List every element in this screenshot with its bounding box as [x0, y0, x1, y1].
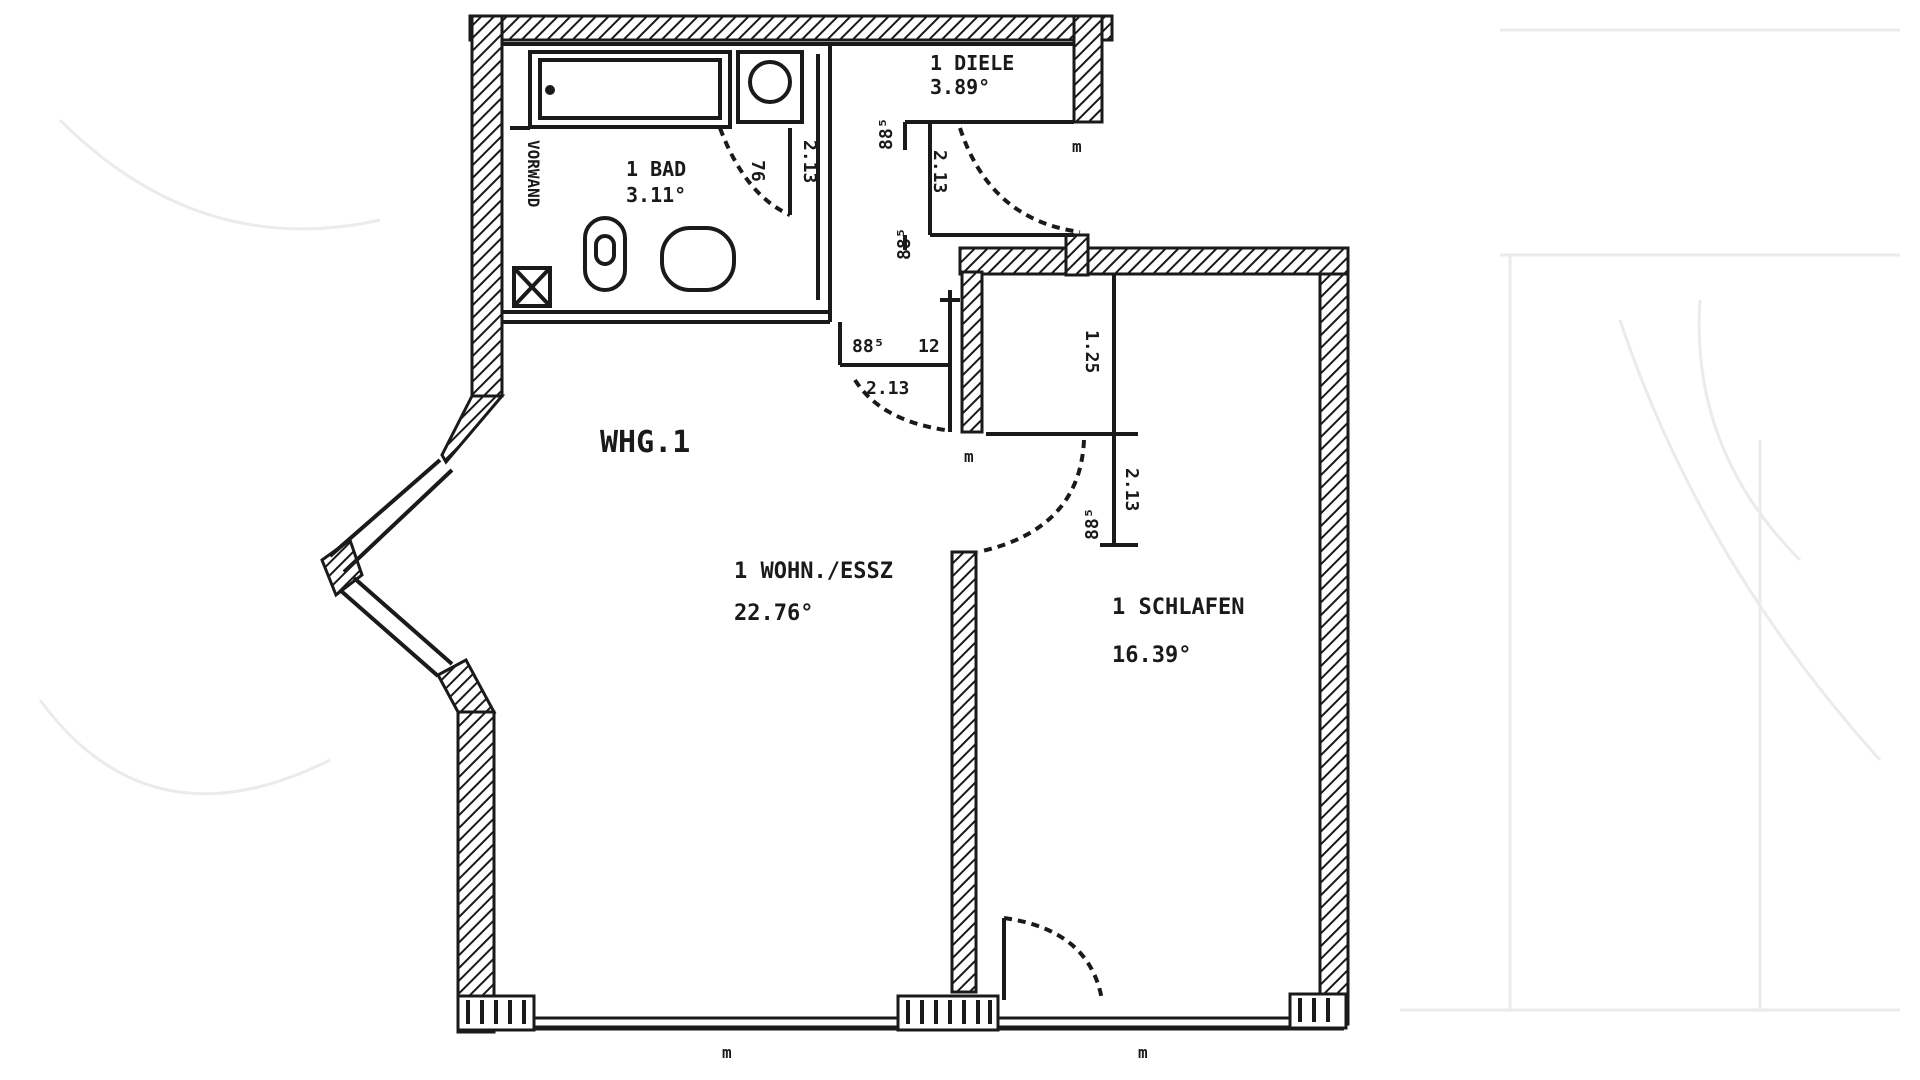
diele-door-swing-icon	[958, 127, 1081, 234]
bathroom	[502, 42, 832, 324]
bathtub-drain-icon	[545, 85, 555, 95]
room-schlafen-name: 1 SCHLAFEN	[1112, 595, 1244, 620]
dim-wohn-12: 12	[918, 336, 940, 357]
dim-diele-885b: 88⁵	[894, 227, 915, 260]
wall-north	[468, 14, 1114, 42]
room-wohn-area: 22.76°	[734, 601, 813, 626]
wall-diele-east	[1072, 14, 1104, 124]
toilet-icon	[583, 216, 627, 292]
marks: m m m m	[722, 137, 1148, 1062]
unit-name: WHG.1	[600, 425, 690, 460]
bathtub	[528, 50, 732, 129]
bath-door-swing-icon	[718, 127, 791, 217]
wall-bay-lower	[435, 657, 497, 714]
dimension-labels: 76 2.13 88⁵ 2.13 88⁵ 88⁵ 12 2.13 1.25 2.…	[747, 117, 1142, 540]
room-schlafen-area: 16.39°	[1112, 643, 1191, 668]
dim-bad-door-213: 2.13	[799, 140, 820, 183]
mark-south-left: m	[722, 1043, 732, 1062]
hall	[830, 42, 1081, 432]
washbasin-cabinet	[736, 50, 804, 124]
dim-wohn-213: 2.13	[866, 378, 909, 399]
schlafen-door-swing-icon	[977, 439, 1086, 554]
room-bad-name: 1 BAD	[626, 157, 686, 181]
shower-icon	[660, 226, 736, 292]
balcony-door-swing-icon	[1003, 916, 1104, 1001]
wall-bay-upper	[440, 394, 506, 465]
wall-bedroom-north	[958, 246, 1350, 276]
wall-east	[1318, 246, 1350, 1026]
ghost-drawing	[38, 28, 1900, 1012]
wall-partition-upper	[960, 270, 984, 434]
south-wall	[456, 992, 1348, 1032]
dim-bad-door-76: 76	[747, 160, 768, 182]
dim-schl-885: 88⁵	[1082, 507, 1103, 540]
wall-partition-lower	[950, 550, 978, 994]
label-vorwand: VORWAND	[524, 140, 543, 207]
room-bad-area: 3.11°	[626, 183, 686, 207]
room-diele-name: 1 DIELE	[930, 51, 1014, 75]
dim-diele-885a: 88⁵	[876, 117, 897, 150]
mark-hall: m	[964, 447, 974, 466]
room-diele-area: 3.89°	[930, 75, 990, 99]
bay-window	[328, 458, 454, 678]
wall-west-upper	[470, 14, 504, 398]
wohn-door-swing-icon	[853, 378, 946, 432]
wall-diele-stub	[1064, 233, 1090, 277]
room-wohn-name: 1 WOHN./ESSZ	[734, 559, 893, 584]
room-labels: WHG.1 1 DIELE 3.89° 1 BAD 3.11° 1 WOHN./…	[524, 51, 1244, 668]
walls	[320, 14, 1350, 1034]
mark-diele: m	[1072, 137, 1082, 156]
shaft-icon	[512, 266, 552, 308]
washbasin-icon	[748, 60, 792, 104]
mark-south-right: m	[1138, 1043, 1148, 1062]
dim-diele-213: 2.13	[929, 150, 950, 193]
wall-bay-tip	[320, 537, 364, 598]
dim-wohn-885: 88⁵	[852, 336, 885, 357]
dim-schl-213: 2.13	[1121, 468, 1142, 511]
wall-west-lower	[456, 710, 496, 1034]
bedroom-lines	[977, 274, 1138, 1001]
dim-schl-125: 1.25	[1081, 330, 1102, 373]
